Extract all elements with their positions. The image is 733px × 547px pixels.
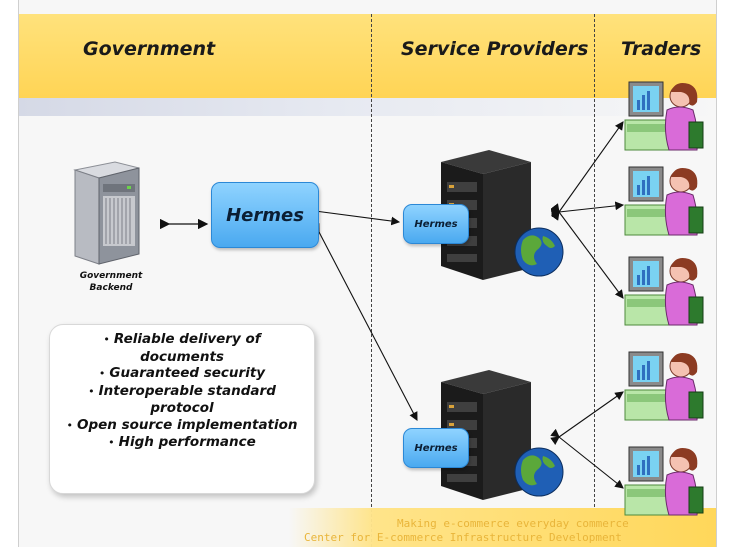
government-server-icon — [73, 161, 140, 265]
bullet-icon: • — [103, 333, 110, 346]
bullet-icon: • — [66, 418, 73, 432]
backend-label: Government Backend — [79, 271, 143, 293]
hermes-sp1-label: Hermes — [414, 218, 458, 230]
footer-tagline: Making e-commerce everyday commerce — [397, 517, 629, 530]
slide: Government Service Providers Traders Mak… — [18, 0, 717, 547]
arrow-hermes-sp1 — [306, 205, 401, 226]
header-band — [19, 14, 716, 98]
features-list: •Reliable delivery of documents •Guarant… — [62, 331, 302, 452]
provider-server-2-icon — [441, 370, 564, 500]
column-title-government: Government — [83, 38, 216, 60]
hermes-gateway-provider-1: Hermes — [403, 204, 469, 244]
hermes-main-label: Hermes — [226, 204, 304, 226]
arrow-sp1-trader1 — [550, 121, 624, 221]
arrow-sp2-trader5 — [550, 428, 624, 489]
trader-3-icon — [624, 256, 704, 326]
header-shadow — [19, 98, 716, 116]
feature-item: •Guaranteed security — [98, 365, 266, 381]
column-title-service-providers: Service Providers — [401, 38, 589, 60]
hermes-gateway-main: Hermes — [211, 182, 319, 248]
bullet-icon: • — [98, 367, 106, 380]
arrow-hermes-sp2 — [311, 223, 418, 421]
footer-org: Center for E-commerce Infrastructure Dev… — [304, 531, 622, 544]
feature-item: •Reliable delivery of documents — [103, 331, 261, 365]
feature-item: •Interoperable standard protocol — [88, 382, 276, 417]
feature-item: •High performance — [108, 434, 256, 450]
trader-5-icon — [624, 446, 704, 516]
features-box: •Reliable delivery of documents •Guarant… — [49, 324, 315, 494]
hermes-gateway-provider-2: Hermes — [403, 428, 469, 468]
bullet-icon: • — [108, 436, 115, 449]
trader-2-icon — [624, 166, 704, 236]
feature-item: •Open source implementation — [66, 416, 298, 433]
bullet-icon: • — [88, 384, 95, 398]
hermes-sp2-label: Hermes — [414, 442, 458, 454]
arrow-sp1-trader3 — [550, 203, 624, 299]
column-title-traders: Traders — [621, 38, 702, 60]
trader-4-icon — [624, 351, 704, 421]
connector-arrows — [159, 121, 625, 489]
trader-1-icon — [624, 81, 704, 151]
